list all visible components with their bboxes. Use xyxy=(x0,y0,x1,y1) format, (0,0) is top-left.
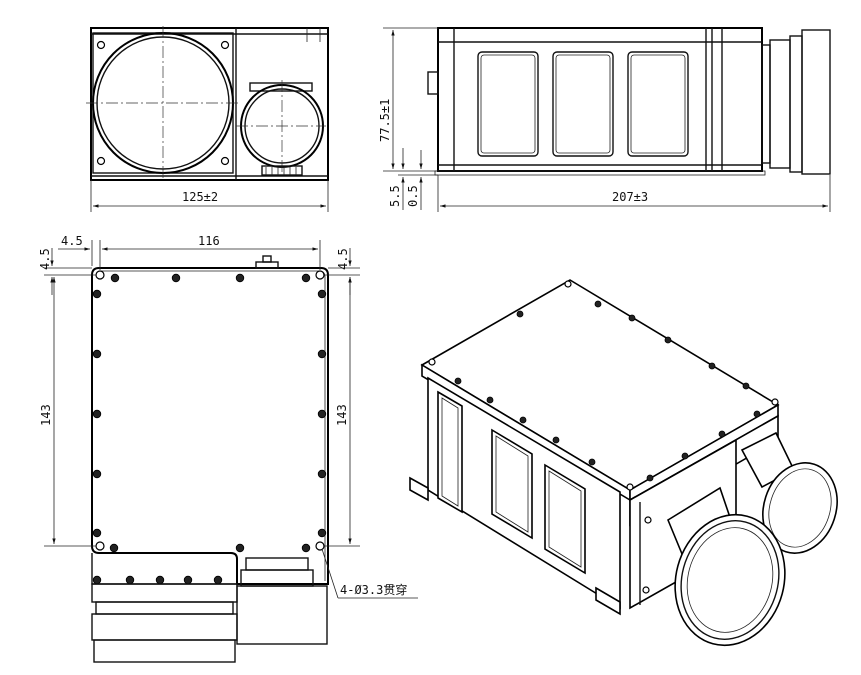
hole-callout: 4-Ø3.3贯穿 xyxy=(340,582,407,597)
front-view: 125±2 xyxy=(86,26,329,212)
dim-top-edge-top: 4.5 xyxy=(38,248,52,270)
side-view: 77.5±1 5.5 0.5 207±3 xyxy=(378,27,831,212)
dim-top-hole-spacing: 116 xyxy=(198,234,220,248)
dim-side-length: 207±3 xyxy=(612,190,648,204)
dim-side-base-offset: 5.5 xyxy=(388,185,402,207)
isometric-view xyxy=(409,279,838,647)
dim-top-edge-left: 4.5 xyxy=(61,234,83,248)
dim-top-span-left: 143 xyxy=(39,404,53,426)
dim-side-base-step: 0.5 xyxy=(406,185,420,207)
dim-top-span-right: 143 xyxy=(335,404,349,426)
top-view: 116 4.5 4.5 143 4.5 143 4-Ø3.3贯穿 xyxy=(38,234,418,663)
dim-top-edge-right: 4.5 xyxy=(336,248,350,270)
dim-front-width: 125±2 xyxy=(182,190,218,204)
dim-side-height: 77.5±1 xyxy=(378,99,392,142)
